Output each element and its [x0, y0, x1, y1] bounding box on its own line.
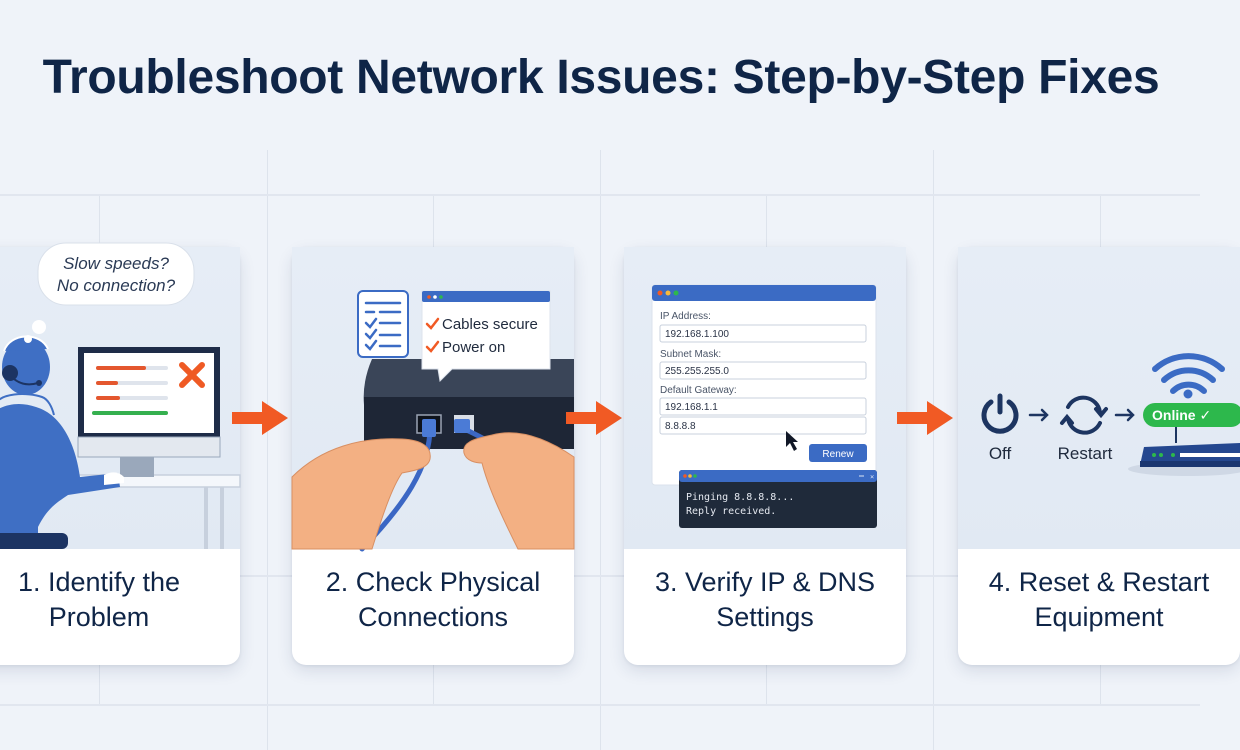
step-title-line-1: 2. Check Physical: [325, 567, 541, 597]
power-icon: [981, 393, 1019, 434]
step-title-line-2: Settings: [716, 602, 814, 632]
router-icon: [1128, 427, 1240, 476]
arrow-right-icon: [1114, 408, 1135, 422]
step-caption: 1. Identify the Problem: [0, 565, 240, 635]
online-badge: [1143, 403, 1240, 427]
checklist-item: Cables secure: [442, 316, 538, 333]
grid-line: [0, 704, 1200, 706]
router-box-icon: [363, 359, 574, 449]
off-label: Off: [989, 444, 1012, 463]
step-illustration: Cables secure Power on: [291, 247, 575, 552]
grid-line: [600, 150, 601, 750]
step-caption: 4. Reset & Restart Equipment: [958, 565, 1240, 635]
field-label: IP Address:: [660, 311, 711, 322]
step-caption: 2. Check Physical Connections: [292, 565, 574, 635]
step-illustration: IP Address: 192.168.1.100 Subnet Mask: 2…: [624, 247, 906, 549]
dns-value: 8.8.8.8: [665, 421, 696, 432]
step-title-line-2: Equipment: [1034, 602, 1164, 632]
grid-line: [267, 150, 268, 750]
step-title-line-1: 4. Reset & Restart: [988, 567, 1210, 597]
grid-line: [0, 194, 1200, 196]
default-gateway-field[interactable]: [659, 397, 867, 416]
refresh-icon: [1060, 395, 1108, 435]
thought-line-1: Slow speeds?: [63, 254, 169, 273]
subnet-mask-value: 255.255.255.0: [665, 366, 729, 377]
renew-button-label: Renew: [822, 449, 854, 460]
ip-address-field[interactable]: [659, 324, 867, 343]
step-card-reset: Off Restart Onli: [958, 247, 1240, 665]
step-illustration: Slow speeds? No connection?: [0, 242, 241, 549]
arrow-right-icon: [566, 401, 622, 435]
network-settings-window: IP Address: 192.168.1.100 Subnet Mask: 2…: [651, 284, 877, 486]
step-card-identify: Slow speeds? No connection? 1. Identify …: [0, 242, 241, 665]
terminal-window: × Pinging 8.8.8.8... Reply received.: [679, 470, 877, 528]
step-title-line-1: 1. Identify the: [17, 567, 181, 597]
cursor-icon: [786, 431, 798, 451]
terminal-line-2: Reply received.: [686, 506, 776, 517]
arrow-right-icon: [897, 401, 953, 435]
page-title: Troubleshoot Network Issues: Step-by-Ste…: [42, 51, 1160, 104]
dns-field[interactable]: [659, 416, 867, 435]
identify-illustration: Slow speeds? No connection?: [0, 242, 241, 549]
checklist-popup: Cables secure Power on: [421, 290, 551, 383]
step-card-physical: Cables secure Power on 2. Check Physical…: [291, 247, 575, 665]
cable-plug: [454, 419, 470, 433]
hands-icon: [291, 432, 575, 550]
step-title-line-2: Connections: [357, 602, 509, 632]
renew-button[interactable]: [809, 444, 867, 462]
checklist-icon: [357, 290, 409, 358]
wifi-dot: [1183, 389, 1193, 399]
ip-address-value: 192.168.1.100: [665, 329, 729, 340]
step-card-ip-dns: IP Address: 192.168.1.100 Subnet Mask: 2…: [624, 247, 906, 665]
field-label: Default Gateway:: [660, 385, 737, 396]
default-gateway-value: 192.168.1.1: [665, 402, 718, 413]
step-illustration: Off Restart Onli: [958, 247, 1240, 549]
wifi-icon: [1152, 353, 1225, 394]
step-title-line-2: Problem: [48, 602, 150, 632]
grid-line: [0, 575, 1200, 577]
ip-dns-illustration: IP Address: 192.168.1.100 Subnet Mask: 2…: [651, 284, 877, 528]
monitor-error-icon: [77, 347, 221, 477]
thought-bubble: Slow speeds? No connection?: [24, 242, 195, 343]
arrow-right-icon: [1028, 408, 1049, 422]
reset-illustration: Off Restart Onli: [981, 353, 1240, 476]
online-badge-label: Online ✓: [1152, 407, 1211, 423]
cable-plug: [422, 419, 436, 437]
close-icon[interactable]: ×: [870, 473, 874, 481]
grid-line: [933, 150, 934, 750]
step-caption: 3. Verify IP & DNS Settings: [624, 565, 906, 635]
thought-line-2: No connection?: [57, 276, 176, 295]
terminal-line-1: Pinging 8.8.8.8...: [686, 492, 794, 503]
person-with-headset-icon: [0, 335, 124, 549]
checklist-item: Power on: [442, 339, 505, 356]
arrow-right-icon: [232, 401, 288, 435]
subnet-mask-field[interactable]: [659, 361, 867, 380]
step-title-line-1: 3. Verify IP & DNS: [654, 567, 876, 597]
physical-illustration: Cables secure Power on: [291, 290, 575, 552]
restart-label: Restart: [1058, 444, 1113, 463]
x-mark-icon: [179, 362, 205, 388]
field-label: Subnet Mask:: [660, 349, 721, 360]
